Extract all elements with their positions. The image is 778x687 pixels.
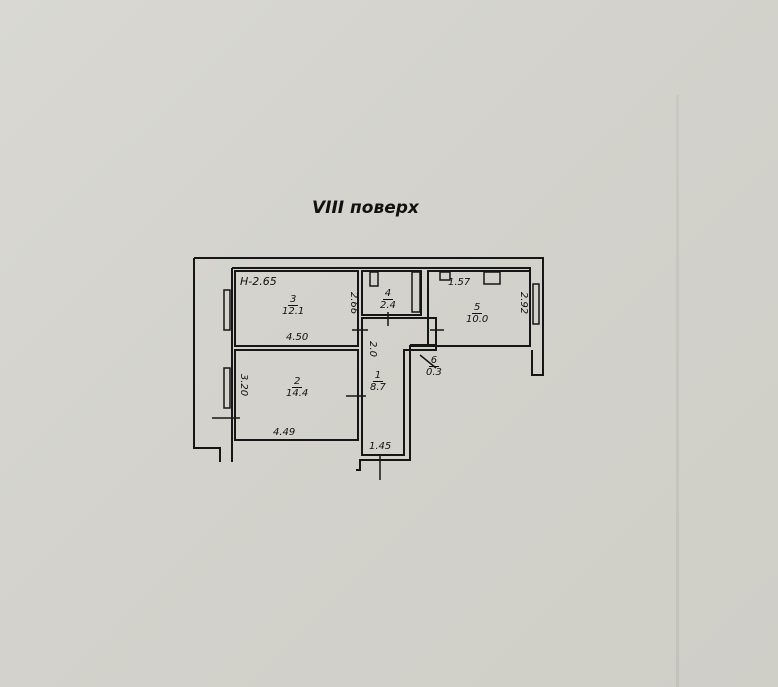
room-number: 3	[287, 294, 299, 306]
dimension-label: 2.0	[366, 341, 378, 357]
ceiling-height-label: H-2.65	[240, 275, 277, 288]
window	[532, 283, 540, 325]
sink-icon	[439, 271, 451, 281]
room-area: 2.4	[380, 300, 396, 311]
closet-leader	[419, 354, 437, 369]
room-number: 5	[471, 302, 483, 314]
room-area: 10.0	[466, 314, 489, 325]
room-5-label: 5 10.0	[466, 302, 488, 325]
room-area: 12.1	[282, 306, 305, 317]
window	[223, 289, 231, 331]
room-area: 8.7	[370, 382, 386, 393]
room-6-label: 6 0.3	[426, 355, 442, 378]
corridor	[361, 317, 437, 456]
paper-fold-line	[676, 95, 679, 687]
outer-wall	[193, 258, 221, 462]
bathtub-icon	[411, 271, 421, 313]
room-number: 1	[372, 370, 384, 382]
room-number: 4	[382, 288, 394, 300]
dimension-label: 4.49	[273, 427, 296, 438]
floor-title: VIII поверх	[312, 198, 419, 218]
dimension-label: 4.50	[286, 332, 309, 343]
room-3	[234, 270, 359, 347]
room-4	[361, 270, 422, 316]
door-mark	[212, 312, 444, 480]
room-2	[234, 349, 359, 441]
room-area: 0.3	[426, 367, 442, 378]
room-5	[427, 270, 531, 347]
room-area: 14.4	[286, 388, 309, 399]
room-3-label: 3 12.1	[282, 294, 304, 317]
stove-icon	[483, 271, 501, 285]
dimension-label: 1.57	[448, 277, 471, 288]
dimension-label: 3.20	[238, 373, 250, 397]
dimension-label: 1.45	[369, 441, 392, 452]
outer-wall	[194, 257, 544, 376]
room-1-label: 1 8.7	[370, 370, 386, 393]
toilet-icon	[369, 271, 379, 287]
room-number: 6	[428, 355, 440, 367]
window	[223, 367, 231, 409]
room-number: 2	[291, 376, 303, 388]
room-4-label: 4 2.4	[380, 288, 396, 311]
room-2-label: 2 14.4	[286, 376, 308, 399]
dimension-label: 2.66	[348, 291, 360, 315]
dimension-label: 2.92	[518, 291, 530, 315]
